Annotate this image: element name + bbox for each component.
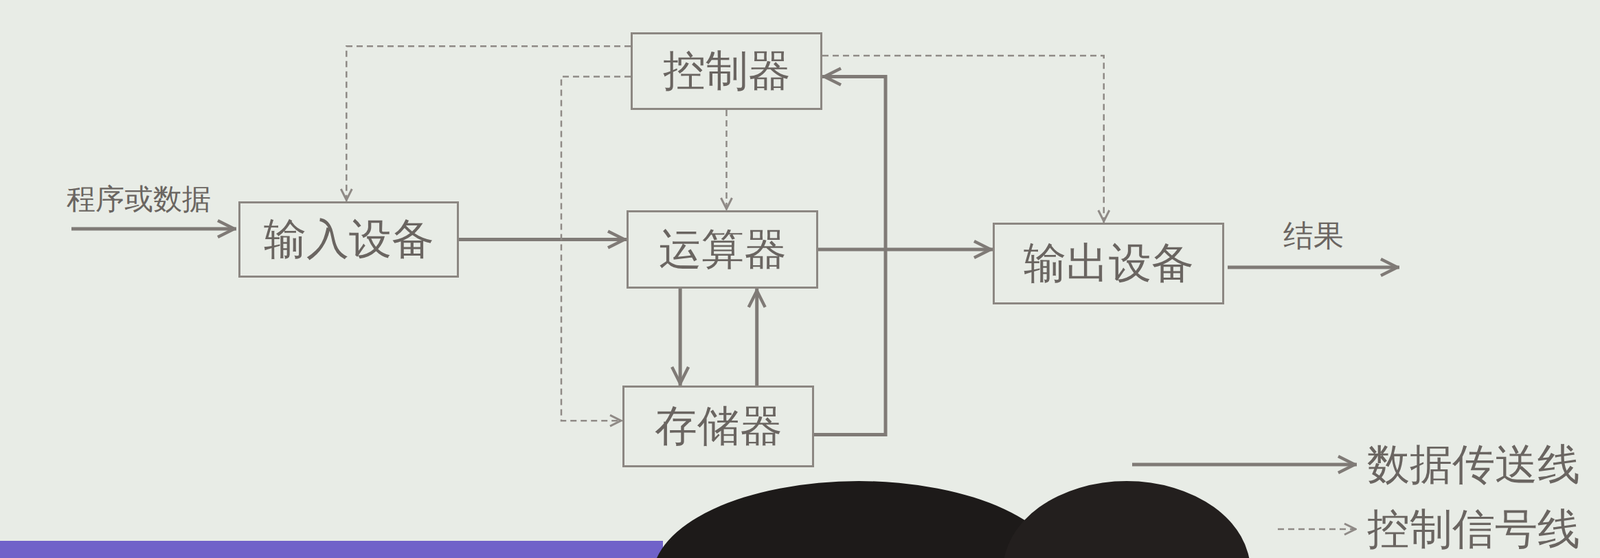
audience-head [652,480,1065,558]
data-transfer-line [458,237,627,242]
data-transfer-line [814,76,886,435]
process-box: 输出设备 [992,222,1225,305]
legend-sample [1132,463,1357,467]
process-box: 控制器 [630,32,823,110]
flow-label: 结果 [1283,215,1344,257]
data-transfer-line [818,248,993,252]
input-arrow [71,227,237,231]
control-signal-line [822,55,1104,223]
legend-text: 控制信号线 [1367,505,1581,553]
data-transfer-line [678,288,683,386]
control-signal-line [725,109,728,211]
process-box: 存储器 [622,385,815,468]
data-transfer-line [755,288,759,386]
box-label: 输出设备 [1023,239,1194,287]
legend-sample [1277,528,1357,531]
audience-head [1003,480,1251,558]
legend-text: 数据传送线 [1367,441,1581,488]
process-box: 运算器 [626,210,819,289]
box-label: 输入设备 [263,215,435,263]
output-arrow [1227,265,1400,270]
process-box: 输入设备 [238,201,459,278]
flow-label: 程序或数据 [66,179,211,219]
control-signal-line [561,76,631,421]
screen-bar [0,540,663,558]
box-label: 控制器 [662,47,791,95]
box-label: 运算器 [658,226,787,273]
control-signal-line [346,46,631,202]
box-label: 存储器 [654,402,783,450]
